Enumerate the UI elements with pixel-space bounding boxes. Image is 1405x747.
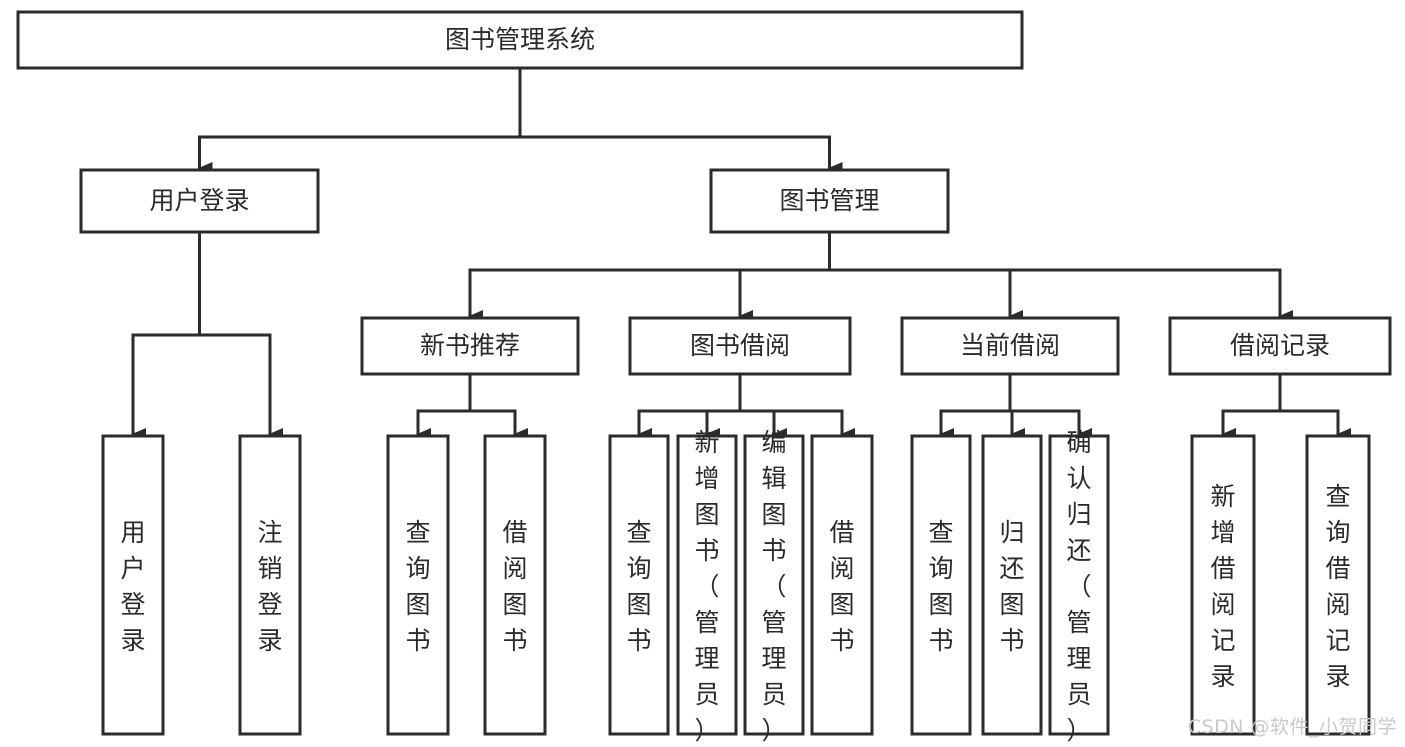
node-label: 用户登录 (120, 518, 145, 655)
node-label: 借阅图书 (502, 518, 527, 655)
node-label: 查询借阅记录 (1325, 482, 1350, 691)
node-label: 确认归还（管理员） (1066, 428, 1091, 745)
node-new-book-recommend[interactable]: 新书推荐 (360, 316, 580, 376)
node-label: 图书管理 (779, 186, 879, 215)
node-label: 图书管理系统 (445, 25, 595, 54)
node-leaf-logout-login[interactable]: 注销登录 (238, 434, 302, 736)
node-label: 当前借阅 (960, 331, 1060, 360)
node-root-system[interactable]: 图书管理系统 (16, 10, 1024, 70)
node-leaf-borrow-book-2[interactable]: 借阅图书 (810, 434, 874, 736)
node-label: 新增图书（管理员） (694, 428, 719, 745)
node-borrow-record[interactable]: 借阅记录 (1168, 316, 1392, 376)
node-leaf-user-login[interactable]: 用户登录 (101, 434, 165, 736)
node-book-manage[interactable]: 图书管理 (709, 168, 950, 234)
node-label: 查询图书 (928, 518, 953, 655)
node-label: 新增借阅记录 (1210, 482, 1235, 691)
node-leaf-query-book-3[interactable]: 查询图书 (910, 434, 972, 736)
node-leaf-query-book-1[interactable]: 查询图书 (386, 434, 450, 736)
connectors-layer (131, 66, 1351, 440)
node-label: 借阅图书 (829, 518, 854, 655)
node-label: 注销登录 (257, 518, 282, 655)
node-label: 用户登录 (149, 186, 249, 215)
node-book-borrow[interactable]: 图书借阅 (628, 316, 852, 376)
node-label: 查询图书 (405, 518, 430, 655)
node-leaf-confirm-return-admin[interactable]: 确认归还（管理员） (1048, 428, 1110, 745)
csdn-watermark: CSDN @软件_小贺同学 (1187, 716, 1397, 738)
node-label: 新书推荐 (420, 331, 520, 360)
nodes-layer: 图书管理系统用户登录图书管理新书推荐图书借阅当前借阅借阅记录用户登录注销登录查询… (16, 10, 1392, 745)
node-leaf-query-borrow-record[interactable]: 查询借阅记录 (1305, 434, 1371, 736)
node-label: 归还图书 (999, 518, 1024, 655)
node-leaf-edit-book-admin[interactable]: 编辑图书（管理员） (743, 428, 805, 745)
node-current-borrow[interactable]: 当前借阅 (900, 316, 1120, 376)
node-user-login[interactable]: 用户登录 (79, 168, 320, 234)
node-label: 编辑图书（管理员） (761, 428, 786, 745)
node-label: 借阅记录 (1230, 331, 1330, 360)
node-leaf-return-book[interactable]: 归还图书 (981, 434, 1043, 736)
node-label: 查询图书 (626, 518, 651, 655)
node-label: 图书借阅 (690, 331, 790, 360)
node-leaf-add-borrow-record[interactable]: 新增借阅记录 (1190, 434, 1256, 736)
node-leaf-add-book-admin[interactable]: 新增图书（管理员） (676, 428, 738, 745)
node-leaf-query-book-2[interactable]: 查询图书 (608, 434, 670, 736)
node-leaf-borrow-book-1[interactable]: 借阅图书 (483, 434, 547, 736)
